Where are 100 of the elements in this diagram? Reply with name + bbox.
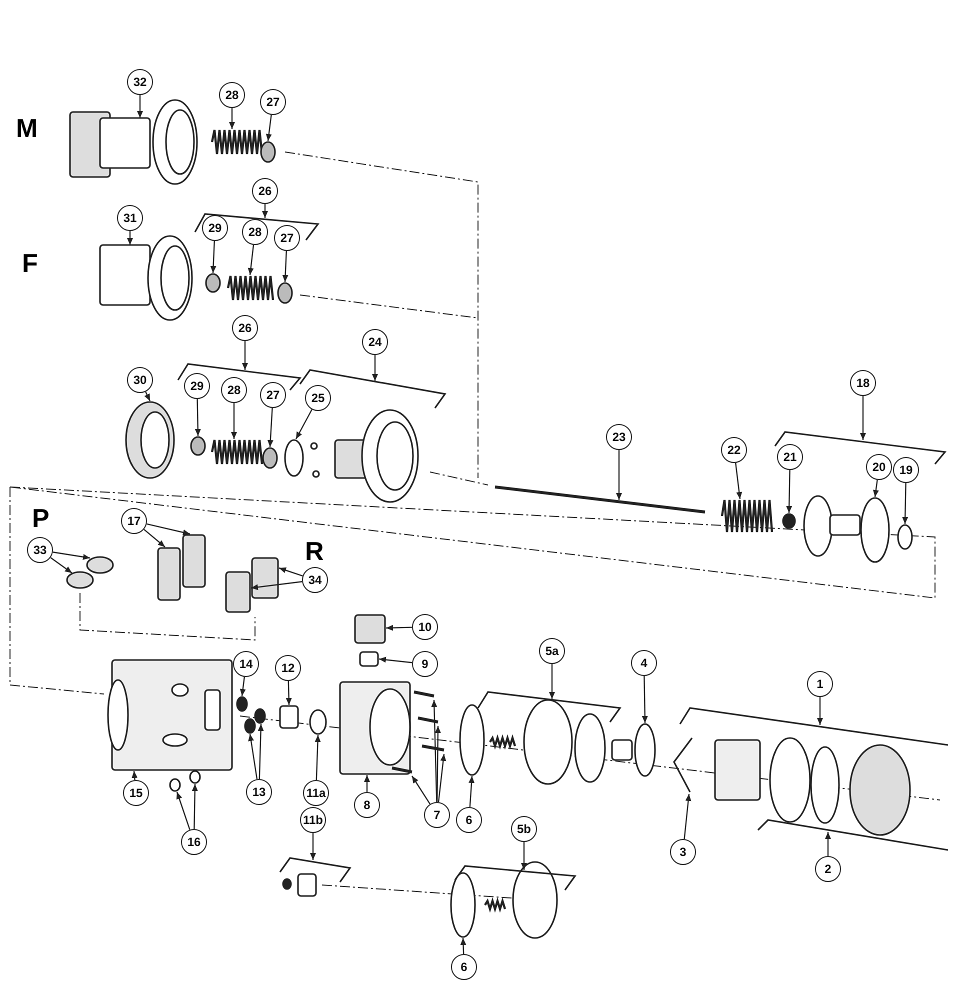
callout-number: 18 — [850, 370, 876, 396]
callout-number: 9 — [412, 651, 438, 677]
fitting-drawing — [157, 547, 181, 601]
manifold-block-drawing — [339, 681, 411, 775]
callout-number: 15 — [123, 780, 149, 806]
plug-drawing — [359, 651, 379, 667]
leader-line — [310, 833, 316, 860]
leader-line — [642, 676, 648, 724]
leader-line — [248, 244, 254, 276]
callout-number: 26 — [232, 315, 258, 341]
ball-drawing — [205, 273, 221, 293]
leader-line — [146, 523, 190, 536]
callout-number: 26 — [252, 178, 278, 204]
callout-number: 6 — [451, 954, 477, 980]
callout-number: 21 — [777, 444, 803, 470]
leader-line — [144, 528, 166, 548]
callout-number: 5a — [539, 638, 565, 664]
leader-line — [267, 408, 274, 448]
leader-line — [250, 581, 302, 590]
fitting-drawing — [182, 534, 206, 588]
o-ring-drawing — [860, 497, 890, 563]
leader-line — [431, 700, 438, 802]
view-letter: F — [22, 250, 38, 276]
callout-number: 30 — [127, 367, 153, 393]
callout-number: 28 — [221, 377, 247, 403]
fitting-drawing — [251, 557, 279, 599]
callout-number: 7 — [424, 802, 450, 828]
callout-number: 27 — [260, 382, 286, 408]
callout-number: 24 — [362, 329, 388, 355]
plug-drawing — [189, 770, 201, 784]
callout-number: 12 — [275, 655, 301, 681]
leader-line — [521, 842, 527, 870]
leader-line — [242, 341, 248, 370]
callout-number: 16 — [181, 829, 207, 855]
callout-number: 27 — [274, 225, 300, 251]
callout-number: 14 — [233, 651, 259, 677]
leader-line — [872, 480, 879, 498]
callout-number: 22 — [721, 437, 747, 463]
callout-number: 34 — [302, 567, 328, 593]
leader-line — [50, 557, 72, 574]
leader-line — [266, 114, 272, 142]
leader-line — [127, 231, 133, 245]
valve-drawing — [611, 723, 656, 777]
leader-line — [412, 776, 430, 804]
leader-line — [278, 567, 303, 576]
leader-line — [434, 726, 441, 802]
leader-line — [735, 462, 742, 500]
view-letter: P — [32, 505, 50, 531]
leader-line — [258, 724, 264, 780]
housing-drawing — [69, 99, 198, 185]
leader-line — [364, 775, 370, 792]
callout-number: 31 — [117, 205, 143, 231]
plate-drawing — [459, 704, 485, 776]
bracket — [279, 857, 352, 882]
bracket — [299, 369, 446, 408]
cap-drawing — [66, 571, 94, 589]
callout-number: 3 — [670, 839, 696, 865]
callout-number: 20 — [866, 454, 892, 480]
callout-number: 27 — [260, 89, 286, 115]
gun-body-drawing — [107, 659, 233, 771]
callout-number: 13 — [246, 779, 272, 805]
spring-drawing — [210, 128, 264, 156]
plate-drawing — [450, 872, 476, 938]
leader-line — [295, 409, 312, 440]
callout-number: 2 — [815, 856, 841, 882]
leader-line — [684, 794, 692, 840]
o-ring-drawing — [309, 709, 327, 735]
cap-screw-drawing — [354, 614, 386, 644]
screw-drawing — [414, 690, 434, 698]
leader-line — [262, 204, 268, 218]
bracket — [679, 707, 948, 746]
leader-line — [229, 108, 235, 129]
callout-number: 6 — [456, 807, 482, 833]
leader-line — [282, 250, 288, 282]
o-ring-drawing — [284, 439, 304, 477]
callout-number: 19 — [893, 457, 919, 483]
spring-drawing — [210, 438, 264, 466]
leader-line — [825, 832, 831, 856]
callout-number: 4 — [631, 650, 657, 676]
leader-line — [314, 734, 321, 780]
bracket — [757, 819, 948, 851]
leader-line — [137, 95, 143, 118]
view-letter: M — [16, 115, 38, 141]
housing-drawing — [99, 235, 193, 321]
washer-drawing — [782, 513, 796, 529]
callout-number: 23 — [606, 424, 632, 450]
leader-line — [144, 391, 151, 402]
leader-line — [786, 470, 792, 514]
leader-line — [902, 482, 908, 524]
callout-number: 28 — [219, 82, 245, 108]
bushing-drawing — [279, 705, 299, 729]
washer-drawing — [254, 708, 266, 724]
screw-drawing — [392, 766, 412, 774]
fitting-drawing — [225, 571, 251, 613]
callout-number: 33 — [27, 537, 53, 563]
callout-number: 8 — [354, 792, 380, 818]
leader-line — [286, 680, 292, 706]
screw-drawing — [418, 716, 438, 724]
spring-drawing — [226, 274, 274, 302]
needle-drawing — [494, 486, 706, 514]
